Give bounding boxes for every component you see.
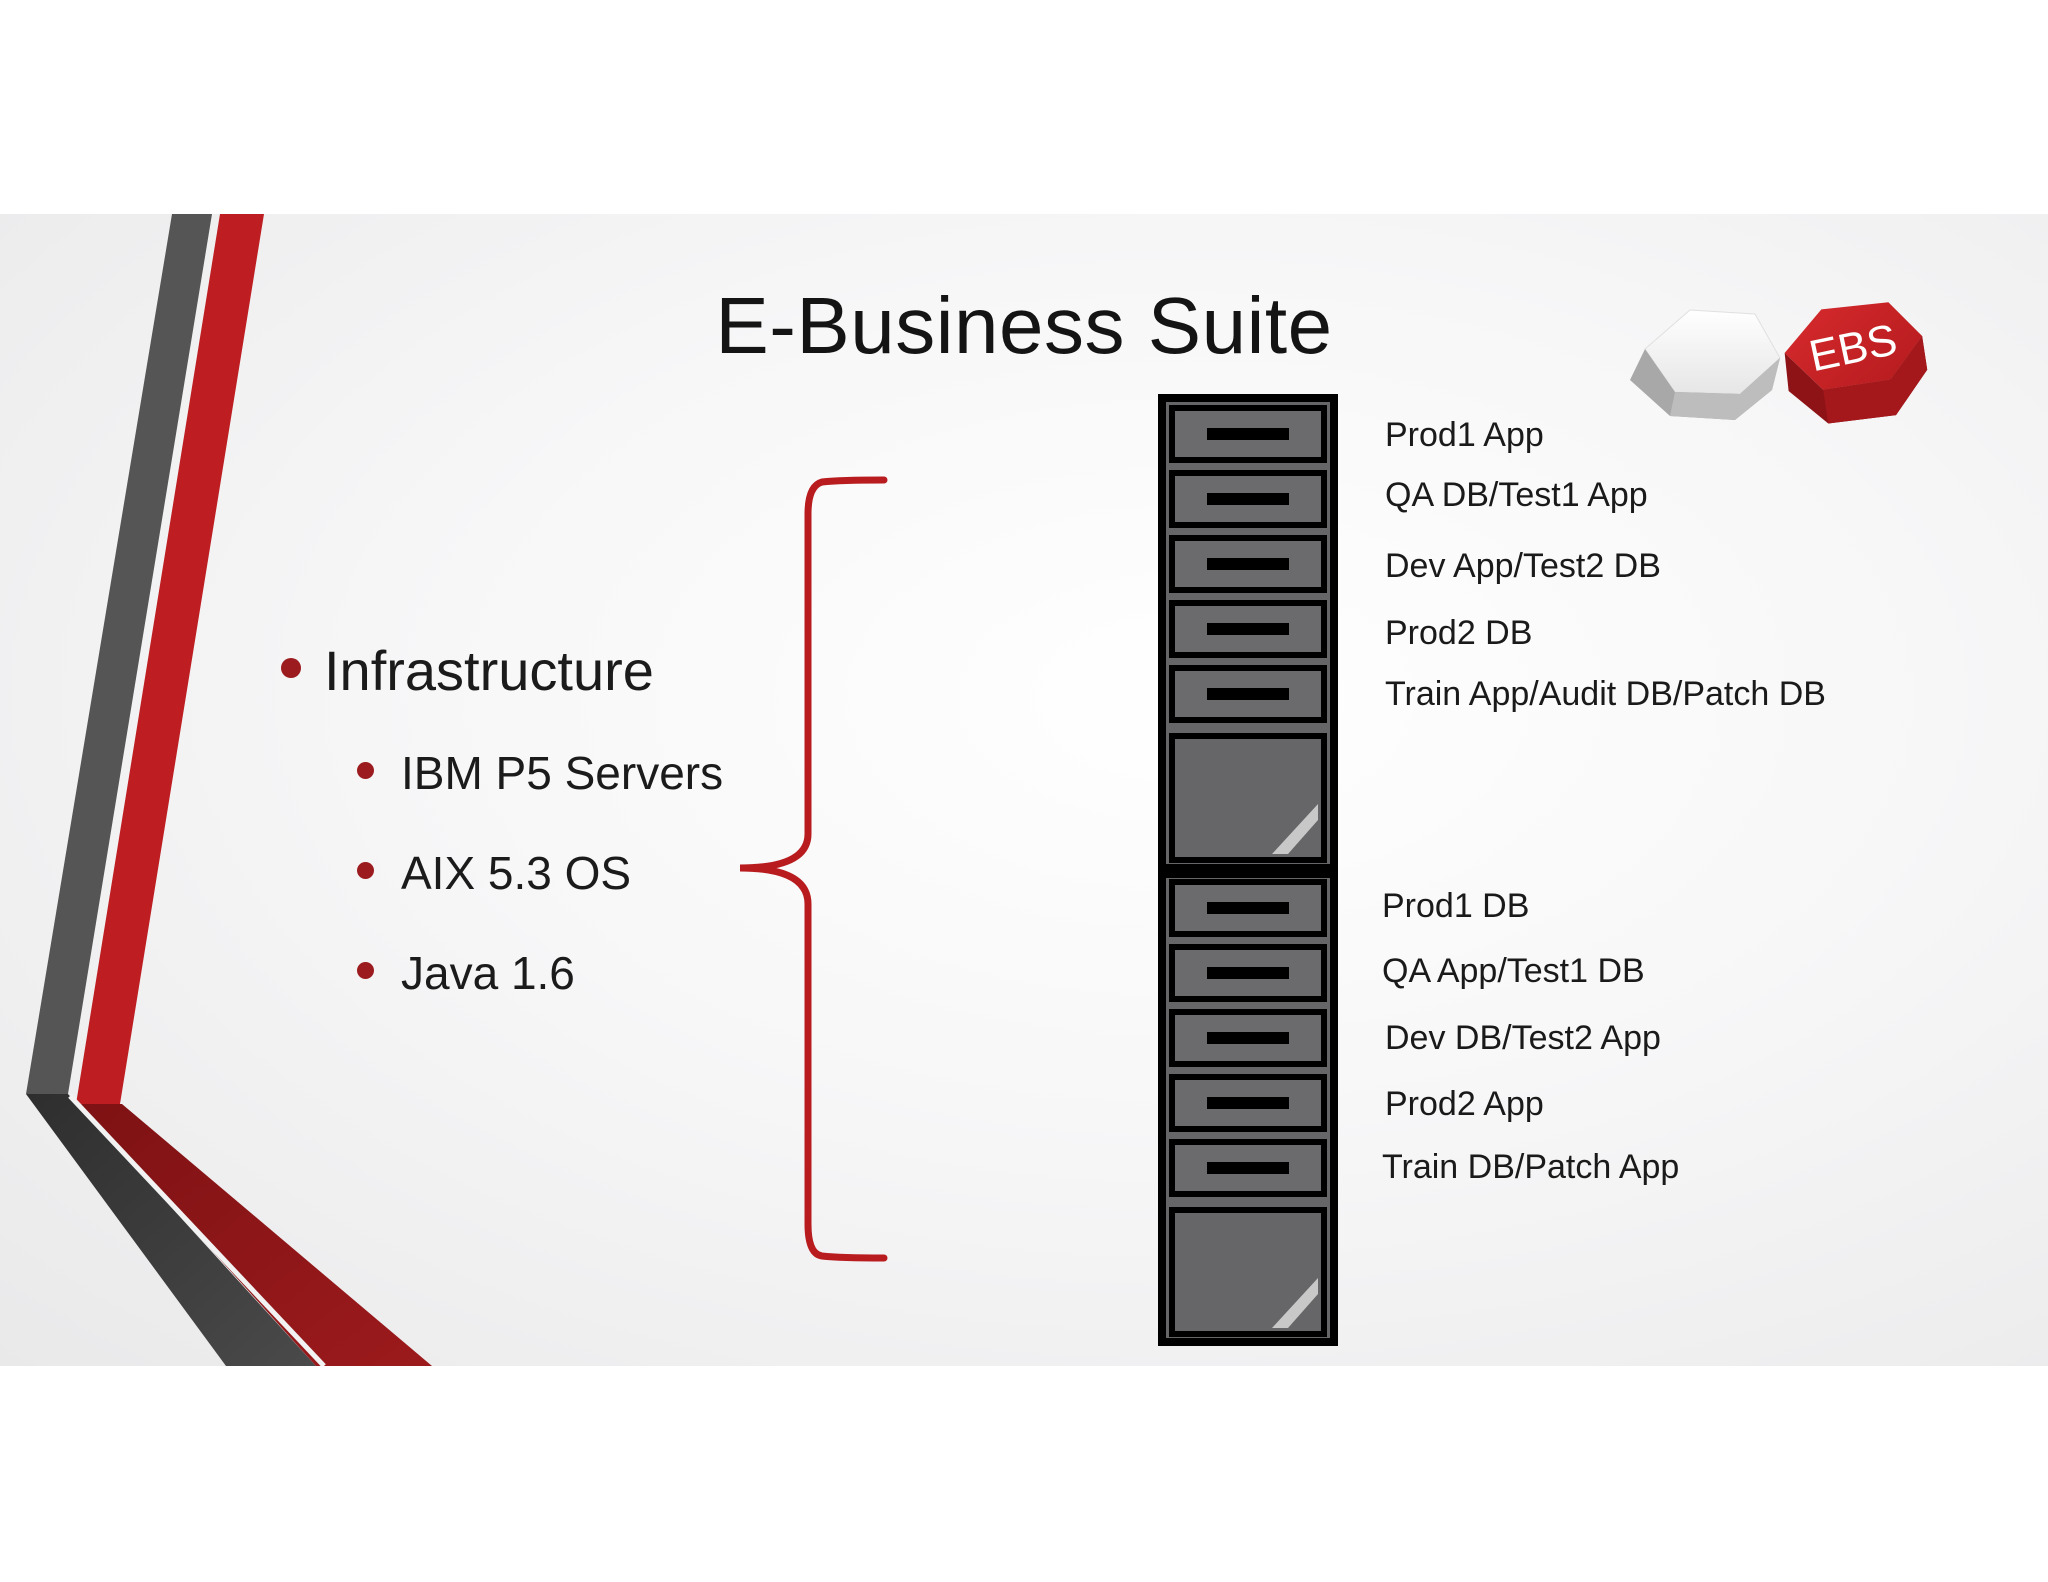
server-slot: [1207, 1097, 1289, 1109]
bullet-dot: [281, 658, 301, 678]
rack-bottom: [1158, 870, 1338, 1346]
server-label: QA App/Test1 DB: [1382, 952, 1645, 990]
server-label: Train App/Audit DB/Patch DB: [1385, 675, 1826, 713]
bullet-dot: [357, 962, 374, 979]
server-slot: [1207, 493, 1289, 505]
sub-bullet-java: Java 1.6: [357, 946, 575, 1000]
slide: E-Business Suite Infrastructure IBM P5 S…: [0, 214, 2048, 1366]
ebs-logo-icon: EBS: [1630, 302, 1928, 424]
server-slot: [1207, 967, 1289, 979]
server-slot: [1207, 623, 1289, 635]
bullet-text: Infrastructure: [324, 639, 654, 702]
server-label: Train DB/Patch App: [1382, 1148, 1680, 1186]
glare-highlight: [1272, 1278, 1318, 1328]
sub-bullet-servers: IBM P5 Servers: [357, 746, 724, 800]
server-rack-icon: [1158, 394, 1338, 1346]
server-slot: [1207, 688, 1289, 700]
server-slot: [1207, 1032, 1289, 1044]
server-label: Prod1 App: [1385, 416, 1544, 454]
bullet-dot: [357, 862, 374, 879]
bullet-text: Java 1.6: [401, 947, 575, 999]
decorative-stripes: [26, 214, 432, 1366]
bullet-text: IBM P5 Servers: [401, 747, 724, 799]
server-label: QA DB/Test1 App: [1385, 476, 1648, 514]
server-label: Prod2 App: [1385, 1085, 1544, 1123]
server-unit: [1169, 1139, 1327, 1197]
server-label: Dev DB/Test2 App: [1385, 1019, 1661, 1057]
sub-bullet-os: AIX 5.3 OS: [357, 846, 632, 900]
server-slot: [1207, 558, 1289, 570]
server-bay: [1169, 1207, 1327, 1337]
slide-title: E-Business Suite: [715, 281, 1333, 370]
bullet-infrastructure: Infrastructure: [281, 638, 654, 703]
server-label: Prod1 DB: [1382, 887, 1530, 925]
rack-top: [1158, 394, 1338, 872]
server-bay: [1169, 733, 1327, 863]
server-slot: [1207, 1162, 1289, 1174]
server-slot: [1207, 428, 1289, 440]
server-label: Prod2 DB: [1385, 614, 1533, 652]
glare-highlight: [1272, 804, 1318, 854]
bullet-text: AIX 5.3 OS: [401, 847, 632, 899]
curly-brace-icon: [739, 476, 888, 1262]
bullet-dot: [357, 762, 374, 779]
server-slot: [1207, 902, 1289, 914]
server-label: Dev App/Test2 DB: [1385, 547, 1661, 585]
